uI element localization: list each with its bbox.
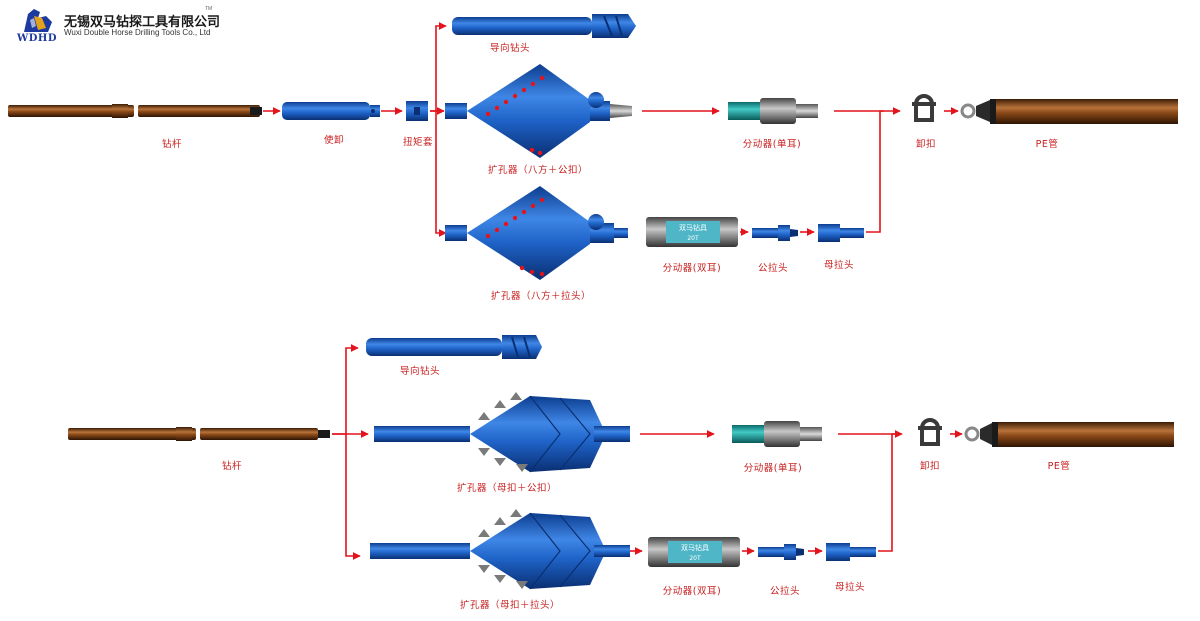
reamer-female-puller — [370, 512, 630, 590]
reamer-cutters-bottom-a — [478, 392, 528, 472]
svg-text:20T: 20T — [689, 555, 701, 562]
svg-text:20T: 20T — [687, 235, 699, 242]
male-puller-top — [752, 225, 798, 241]
label-shackle-top: 卸扣 — [915, 139, 937, 150]
svg-text:双马钻具: 双马钻具 — [681, 543, 709, 552]
label-swivel-single-top: 分动器(单耳) — [742, 139, 802, 150]
label-male-puller-bottom: 公拉头 — [769, 586, 801, 597]
reamer-female-male — [374, 395, 630, 473]
label-drill-rod-top: 钻杆 — [161, 139, 183, 150]
trademark-mark: TM — [205, 6, 213, 12]
company-name-cn: 无锡双马钻探工具有限公司 — [64, 15, 221, 30]
swivel-double-ear-bottom: 双马钻具 20T — [648, 537, 740, 567]
female-puller-bottom — [826, 543, 876, 561]
swivel-single-ear-top — [728, 98, 818, 124]
label-torque-sleeve: 扭矩套 — [402, 137, 434, 148]
label-shackle-bottom: 卸扣 — [919, 461, 941, 472]
company-abbr: WDHD — [17, 33, 58, 44]
label-swivel-double-top: 分动器(双耳) — [662, 263, 722, 274]
label-reamer-a-bottom: 扩孔器（母扣＋公扣） — [456, 483, 558, 494]
company-logo — [18, 6, 58, 34]
pe-pipe-top — [960, 99, 1178, 124]
female-puller-top — [818, 224, 864, 242]
label-pilot-bit-top: 导向钻头 — [489, 43, 531, 54]
torque-sleeve — [406, 101, 428, 121]
label-male-puller-top: 公拉头 — [757, 263, 789, 274]
label-female-puller-top: 母拉头 — [823, 260, 855, 271]
shackle-top — [912, 94, 936, 122]
reamer-octagon-male — [445, 64, 632, 158]
swivel-double-ear-top: 双马钻具 20T — [646, 217, 738, 247]
label-reamer-b-top: 扩孔器（八方＋拉头） — [490, 291, 592, 302]
label-pilot-bit-bottom: 导向钻头 — [399, 366, 441, 377]
drill-rod-top — [8, 104, 262, 118]
shackle-bottom — [918, 418, 942, 446]
label-swivel-double-bottom: 分动器(双耳) — [662, 586, 722, 597]
label-adapter: 使卸 — [323, 135, 345, 146]
swivel-single-ear-bottom — [732, 421, 822, 447]
label-swivel-single-bottom: 分动器(单耳) — [743, 463, 803, 474]
reamer-cutters-bottom-b — [478, 509, 528, 589]
male-puller-bottom — [758, 544, 804, 560]
svg-text:双马钻具: 双马钻具 — [679, 223, 707, 232]
horse-logo-icon — [24, 9, 52, 32]
label-female-puller-bottom: 母拉头 — [834, 582, 866, 593]
label-pe-pipe-bottom: PE管 — [1047, 461, 1071, 472]
pilot-bit-top — [452, 14, 636, 38]
adapter-sub — [282, 102, 380, 120]
company-name-en: Wuxi Double Horse Drilling Tools Co., Lt… — [64, 28, 211, 37]
drill-rod-bottom — [68, 427, 330, 441]
label-pe-pipe-top: PE管 — [1035, 139, 1059, 150]
reamer-teeth-top-b — [485, 197, 545, 277]
reamer-octagon-puller — [445, 186, 628, 280]
label-reamer-a-top: 扩孔器（八方＋公扣） — [487, 165, 589, 176]
reamer-teeth-top-a — [485, 75, 545, 156]
label-drill-rod-bottom: 钻杆 — [221, 461, 243, 472]
pe-pipe-bottom — [964, 422, 1174, 447]
pilot-bit-bottom — [366, 335, 542, 359]
label-reamer-b-bottom: 扩孔器（母扣＋拉头） — [459, 600, 561, 611]
